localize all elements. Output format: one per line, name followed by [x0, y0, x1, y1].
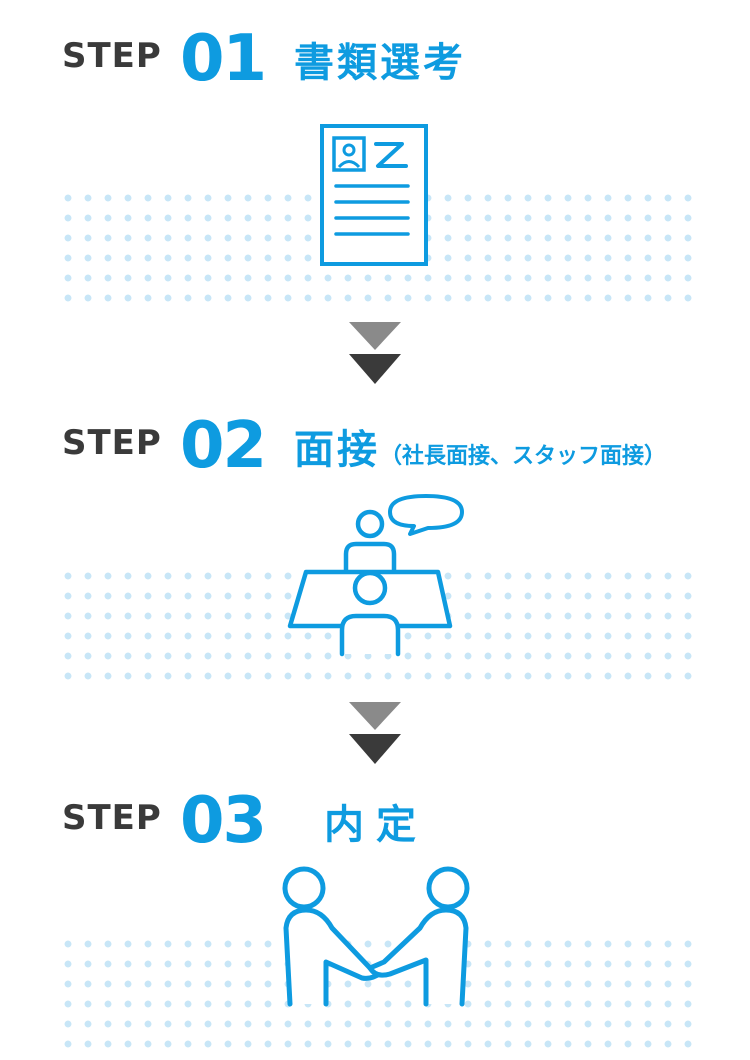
step-header: STEP 02 面接（社長面接、スタッフ面接）	[62, 409, 742, 487]
step-subtitle: （社長面接、スタッフ面接）	[380, 444, 667, 469]
step-number: 01	[180, 22, 267, 96]
down-arrow-icon	[349, 322, 401, 384]
step-label: STEP	[62, 36, 162, 76]
step-title-text: 書類選考	[294, 40, 466, 86]
step-number: 02	[180, 409, 267, 483]
resume-document-icon	[320, 124, 428, 266]
step-title-text: 内定	[324, 802, 428, 848]
down-arrow-icon	[349, 702, 401, 764]
step-title-text: 面接	[294, 427, 380, 473]
step-label: STEP	[62, 798, 162, 838]
step-label: STEP	[62, 423, 162, 463]
step-header: STEP 03 内定	[62, 784, 742, 862]
step-title: 面接（社長面接、スタッフ面接）	[294, 417, 666, 475]
dot-pattern-background	[58, 934, 694, 1052]
interview-icon	[287, 494, 464, 657]
step-header: STEP 01 書類選考	[62, 22, 742, 100]
handshake-icon	[282, 866, 470, 1007]
step-title: 書類選考	[294, 30, 466, 88]
step-number: 03	[180, 784, 267, 858]
step-title: 内定	[324, 792, 428, 850]
